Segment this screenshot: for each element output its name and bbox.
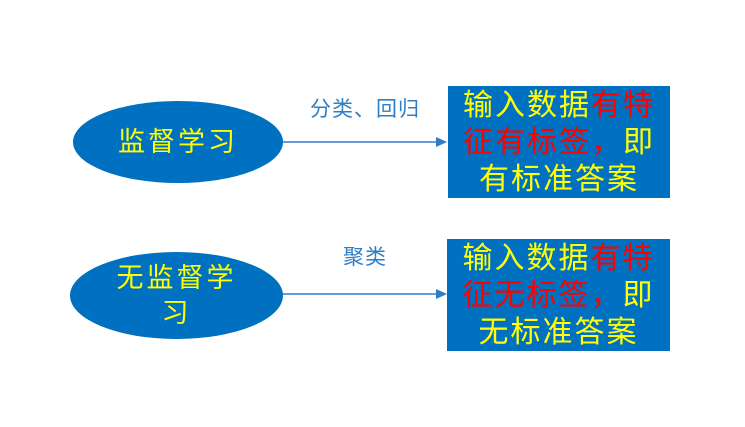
text-segment: 无标准答案 <box>478 315 639 349</box>
arrow-supervised-connector <box>283 137 447 147</box>
node-unsupervised-label: 无监督学 习 <box>117 261 237 330</box>
box-text-line: 有标准答案 <box>479 161 639 198</box>
arrow-label-classification-regression: 分类、回归 <box>310 97 420 121</box>
text-segment: 即 <box>622 278 655 312</box>
arrowhead-right-icon <box>436 137 447 147</box>
text-segment: 有特 <box>590 241 655 275</box>
node-supervised-label: 监督学习 <box>118 125 238 160</box>
text-segment: 有标准答案 <box>479 162 639 196</box>
node-supervised-learning: 监督学习 <box>73 101 283 183</box>
node-label-line: 无监督学 <box>116 262 237 293</box>
text-segment: 即 <box>623 125 655 159</box>
text-segment: 输入数据 <box>463 88 591 122</box>
box-supervised-description: 输入数据有特 征有标签，即 有标准答案 <box>448 86 670 198</box>
text-segment: 输入数据 <box>462 241 591 275</box>
box-unsupervised-description: 输入数据有特 征无标签，即 无标准答案 <box>447 239 670 351</box>
box-text-line: 征有标签，即 <box>463 124 655 161</box>
box-text-line: 无标准答案 <box>479 314 639 351</box>
text-segment: 征有标签， <box>463 125 623 159</box>
box-text-line: 征无标签，即 <box>463 277 655 314</box>
node-unsupervised-learning: 无监督学 习 <box>70 252 283 339</box>
node-label-line: 习 <box>161 297 192 328</box>
node-label-line: 监督学习 <box>118 126 238 157</box>
text-segment: 征无标签， <box>462 278 623 312</box>
arrowhead-right-icon <box>436 289 447 299</box>
text-segment: 有特 <box>591 88 655 122</box>
box-text-line: 输入数据有特 <box>463 240 655 277</box>
arrow-label-clustering: 聚类 <box>343 245 387 269</box>
arrow-unsupervised-connector <box>283 289 447 299</box>
box-text-line: 输入数据有特 <box>463 87 655 124</box>
